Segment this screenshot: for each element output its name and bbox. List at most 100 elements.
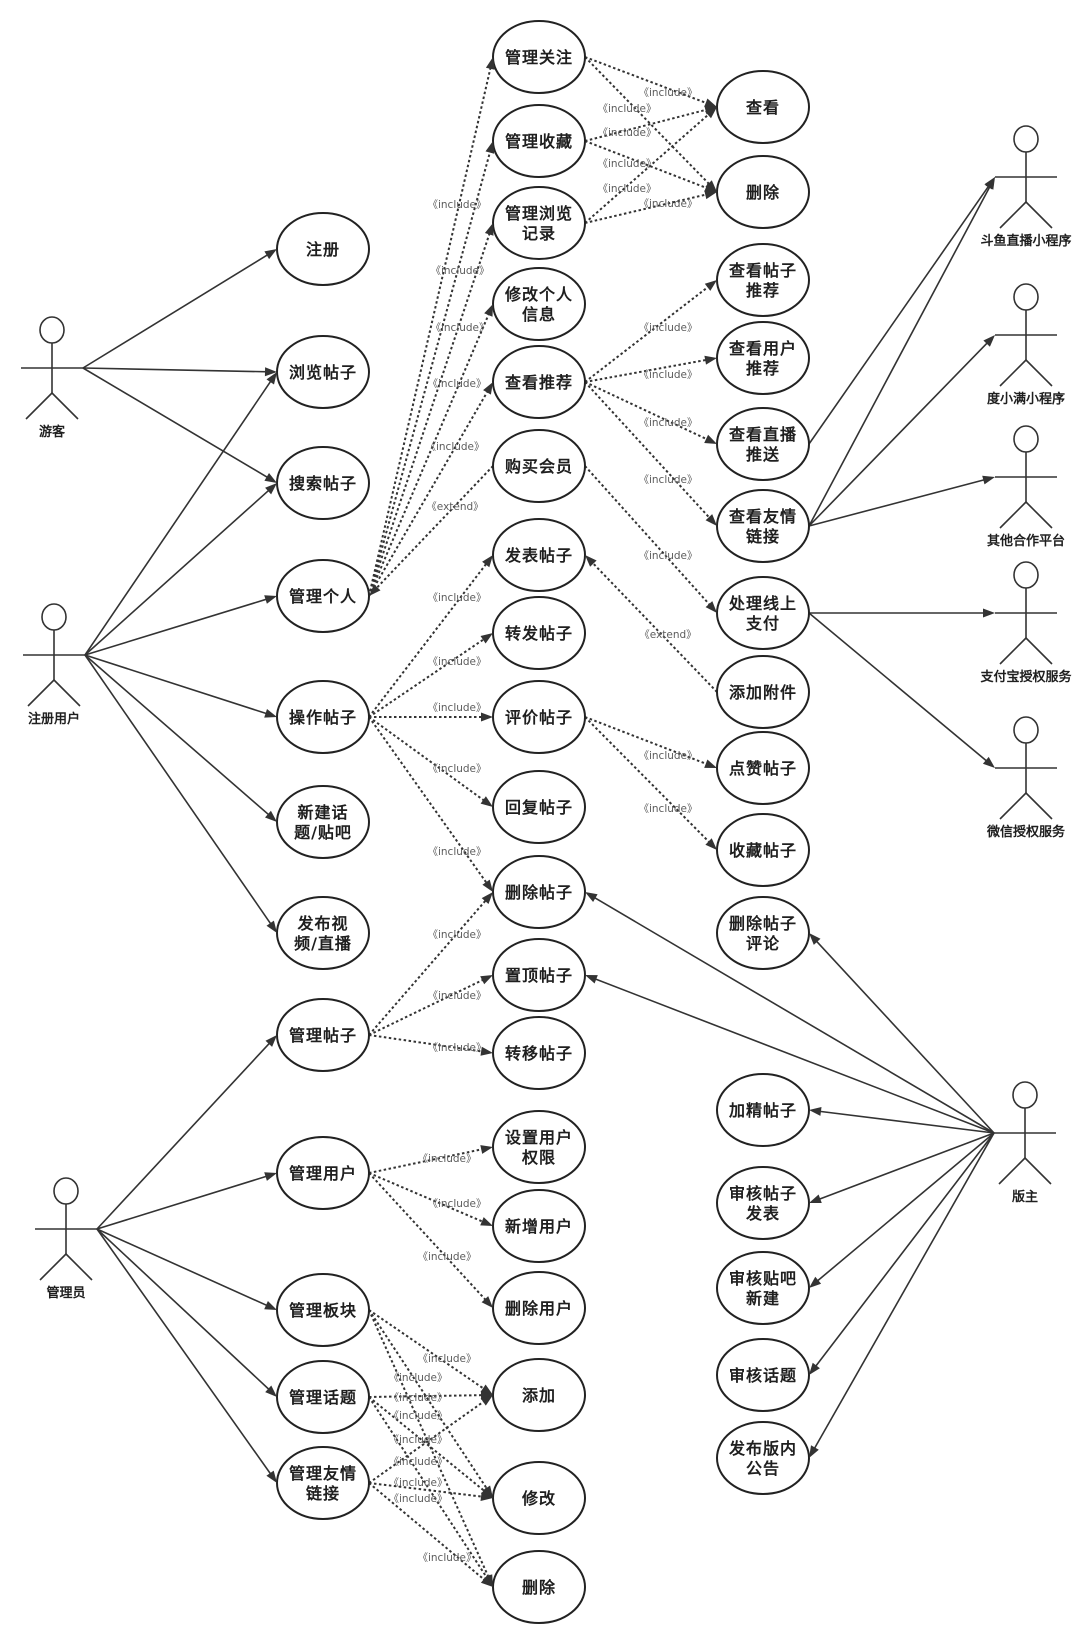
dependency-arrowhead [480, 975, 493, 985]
use-case-label: 回复帖子 [505, 798, 573, 817]
use-case: 点赞帖子 [716, 731, 810, 805]
dependency-line [368, 1172, 489, 1303]
association-arrowhead [809, 933, 821, 945]
actor: 游客 [21, 316, 83, 440]
use-case-label-line: 记录 [522, 224, 556, 243]
actor-right-leg [1025, 792, 1053, 820]
association-arrowhead [266, 920, 277, 933]
stereotype-label: 《include》 [417, 1153, 476, 1165]
use-case-label: 删除用户 [505, 1299, 573, 1318]
dependency-arrowhead [480, 1145, 493, 1154]
stereotype-label: 《include》 [388, 1372, 447, 1384]
use-case-label: 删除 [522, 1578, 556, 1597]
use-case: 管理浏览记录 [492, 186, 586, 260]
dependency-line [368, 1172, 486, 1224]
use-case-label-line: 转发帖子 [505, 624, 573, 643]
dependency-line [584, 108, 710, 142]
association-line [82, 367, 271, 480]
use-case-label: 删除帖子 [505, 883, 573, 902]
use-case-label: 添加 [522, 1386, 556, 1405]
stereotype-label: 《include》 [638, 369, 697, 381]
use-case-label: 管理话题 [289, 1388, 357, 1407]
association-line [808, 183, 992, 527]
use-case-label: 新增用户 [505, 1217, 573, 1236]
association-arrowhead [266, 372, 277, 385]
use-case: 回复帖子 [492, 770, 586, 844]
use-case-label-line: 支付 [745, 614, 780, 633]
dependency-line [368, 1309, 487, 1392]
use-case-label-line: 审核贴吧 [729, 1269, 797, 1288]
use-case-label: 查看直播推送 [729, 425, 797, 464]
dependency-line [368, 148, 492, 597]
dependency-arrowhead [480, 633, 493, 644]
use-case-label-line: 新增用户 [505, 1217, 573, 1236]
dependency-line [584, 192, 710, 224]
association-arrowhead [585, 975, 598, 984]
dependency-line [368, 1396, 488, 1494]
actor-right-leg [1025, 637, 1053, 665]
use-case: 发布视频/直播 [276, 896, 370, 970]
stereotype-label: 《include》 [427, 702, 486, 714]
use-case-label-line: 题/贴吧 [294, 823, 352, 842]
association-arrowhead [809, 1362, 820, 1375]
stereotype-label: 《include》 [427, 656, 486, 668]
stereotype-label: 《include》 [427, 199, 486, 211]
use-case-label-line: 管理浏览 [505, 204, 573, 223]
use-case-label-line: 修改 [521, 1489, 556, 1508]
dependency-arrowhead [484, 304, 493, 317]
use-case-ellipse [716, 1251, 810, 1325]
use-case-label: 设置用户权限 [505, 1128, 573, 1167]
use-case: 审核话题 [716, 1338, 810, 1412]
dependency-line [584, 381, 713, 521]
use-case-label: 置顶帖子 [505, 966, 573, 985]
use-case-label: 管理关注 [505, 48, 573, 67]
association-line [96, 1228, 271, 1308]
actor-name: 其他合作平台 [987, 533, 1065, 549]
association-arrowhead [985, 177, 995, 190]
association-line [808, 340, 990, 527]
use-case: 评价帖子 [492, 680, 586, 754]
use-case-label-line: 删除用户 [505, 1299, 573, 1318]
use-case-ellipse [276, 1446, 370, 1520]
use-case-label-line: 操作帖子 [289, 708, 357, 727]
stereotype-label: 《include》 [388, 1392, 447, 1404]
use-case: 审核贴吧新建 [716, 1251, 810, 1325]
association-arrowhead [264, 1172, 277, 1181]
use-case: 发布版内公告 [716, 1421, 810, 1495]
actor-name: 注册用户 [28, 711, 80, 727]
use-case-label: 查看友情链接 [729, 507, 797, 546]
dependency-arrowhead [481, 892, 493, 904]
use-case-label-line: 管理关注 [505, 48, 573, 67]
dependency-arrowhead [480, 1217, 493, 1226]
use-case-label-line: 新建话 [297, 803, 348, 822]
use-case: 购买会员 [492, 429, 586, 503]
stereotype-label: 《include》 [638, 550, 697, 562]
association-line [96, 1228, 272, 1393]
use-case-label-line: 删除帖子 [729, 914, 797, 933]
association-line [84, 654, 274, 927]
use-case-label-line: 审核帖子 [729, 1184, 797, 1203]
actor-right-leg [65, 1253, 93, 1281]
use-case-label-line: 转移帖子 [505, 1044, 573, 1063]
use-case-label: 管理用户 [289, 1164, 357, 1183]
dependency-line [584, 358, 710, 383]
stereotype-label: 《include》 [388, 1410, 447, 1422]
use-case-label-line: 管理个人 [289, 587, 357, 606]
use-case: 添加附件 [716, 655, 810, 729]
dependency-line [373, 465, 494, 591]
association-line [813, 1132, 995, 1370]
dependency-line [368, 1482, 488, 1583]
dependency-line [368, 716, 490, 887]
use-case-label-line: 点赞帖子 [729, 759, 797, 778]
actor-left-leg [999, 359, 1027, 387]
use-case: 查看推荐 [492, 345, 586, 419]
use-case: 查看用户推荐 [716, 321, 810, 395]
use-case-label-line: 发表 [745, 1204, 780, 1223]
actor: 微信授权服务 [986, 716, 1066, 840]
use-case-label: 新建话题/贴吧 [294, 803, 352, 842]
association-arrowhead [264, 709, 277, 718]
use-case: 发表帖子 [492, 518, 586, 592]
dependency-line [368, 1396, 490, 1581]
actor: 注册用户 [23, 603, 85, 727]
